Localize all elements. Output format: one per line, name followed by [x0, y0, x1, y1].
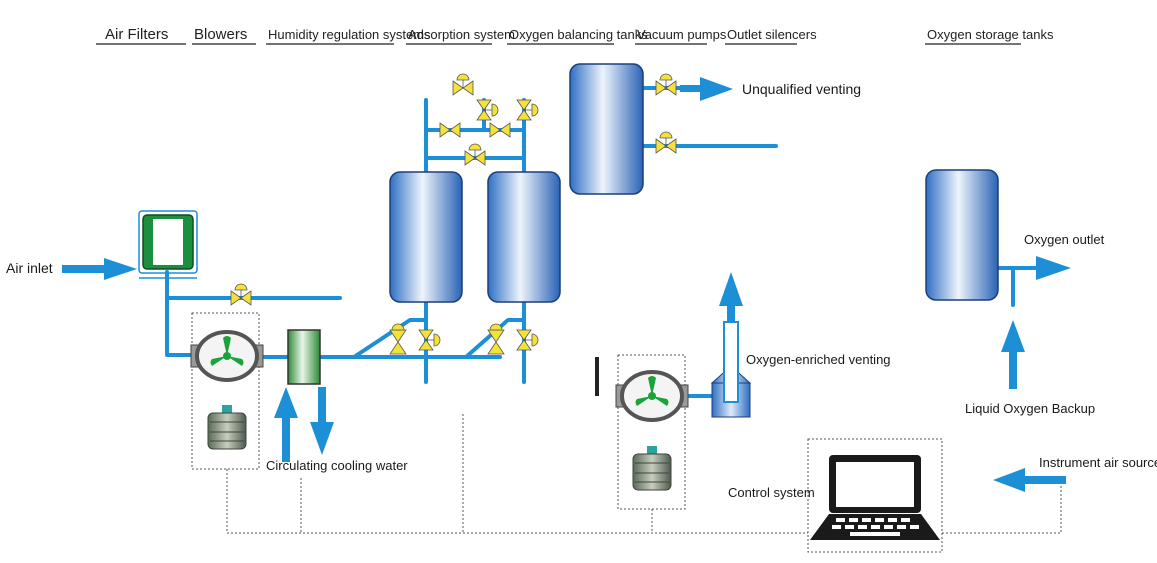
header-blowers: Blowers	[194, 26, 247, 43]
valve-icon	[418, 329, 441, 351]
valve-icon	[389, 323, 407, 355]
labels: Air inlet Unqualified venting Oxygen out…	[6, 81, 1157, 500]
cooling-water-in-arrow	[274, 387, 298, 462]
label-unqualified-venting: Unqualified venting	[742, 81, 861, 97]
oxygen-outlet-arrow	[1036, 256, 1071, 280]
oxygen-enriched-venting-arrow	[719, 272, 743, 322]
instrument-air-arrow	[993, 468, 1066, 492]
oxygen-storage-tank	[925, 169, 999, 301]
valve-icon	[655, 73, 677, 96]
humidity-cooler	[287, 329, 321, 385]
vacuum-pump	[615, 370, 689, 491]
label-instrument-air-source: Instrument air source	[1039, 455, 1157, 470]
impeller-icon	[210, 336, 244, 366]
header-air-filters: Air Filters	[105, 26, 168, 43]
flow-arrows	[62, 77, 1071, 492]
header-vacuum-pumps: Vacuum pumps	[637, 27, 727, 42]
header-balancing-tanks: Oxygen balancing tanks	[509, 27, 648, 42]
valve-icon	[516, 99, 539, 121]
adsorption-tank-2	[487, 171, 561, 303]
label-control-system: Control system	[728, 485, 815, 500]
valves	[230, 73, 677, 355]
valve-icon	[476, 99, 499, 121]
motor-icon	[632, 446, 672, 491]
header-row: Air Filters Blowers Humidity regulation …	[96, 26, 1054, 45]
label-oxygen-enriched-venting: Oxygen-enriched venting	[746, 352, 891, 367]
valve-icon	[489, 122, 511, 138]
header-storage-tanks: Oxygen storage tanks	[927, 27, 1054, 42]
label-liquid-oxygen-backup: Liquid Oxygen Backup	[965, 401, 1095, 416]
valve-icon	[487, 323, 505, 355]
header-humidity-regulation: Humidity regulation systems	[268, 27, 431, 42]
air-filter	[138, 210, 198, 279]
valve-icon	[230, 283, 252, 306]
header-outlet-silencers: Outlet silencers	[727, 27, 817, 42]
valve-icon	[452, 73, 474, 96]
liquid-oxygen-backup-arrow	[1001, 320, 1025, 389]
oxygen-balancing-tank	[569, 63, 644, 195]
valve-icon	[655, 131, 677, 154]
header-adsorption: Adsorption system	[408, 27, 515, 42]
valve-icon	[516, 329, 539, 351]
control-wiring	[191, 312, 1062, 553]
cooling-water-out-arrow	[310, 387, 334, 455]
label-air-inlet: Air inlet	[6, 260, 53, 276]
air-inlet-arrow	[62, 258, 137, 280]
adsorption-tank-1	[389, 171, 463, 303]
laptop-icon	[810, 455, 940, 540]
label-oxygen-outlet: Oxygen outlet	[1024, 232, 1105, 247]
label-circulating-cooling-water: Circulating cooling water	[266, 458, 408, 473]
motor-icon	[207, 405, 247, 450]
blower-1	[190, 330, 264, 450]
valve-icon	[464, 143, 486, 166]
outlet-silencer	[710, 321, 752, 418]
unqualified-venting-arrow	[680, 77, 733, 101]
valve-icon	[439, 122, 461, 138]
impeller-icon	[635, 376, 669, 406]
